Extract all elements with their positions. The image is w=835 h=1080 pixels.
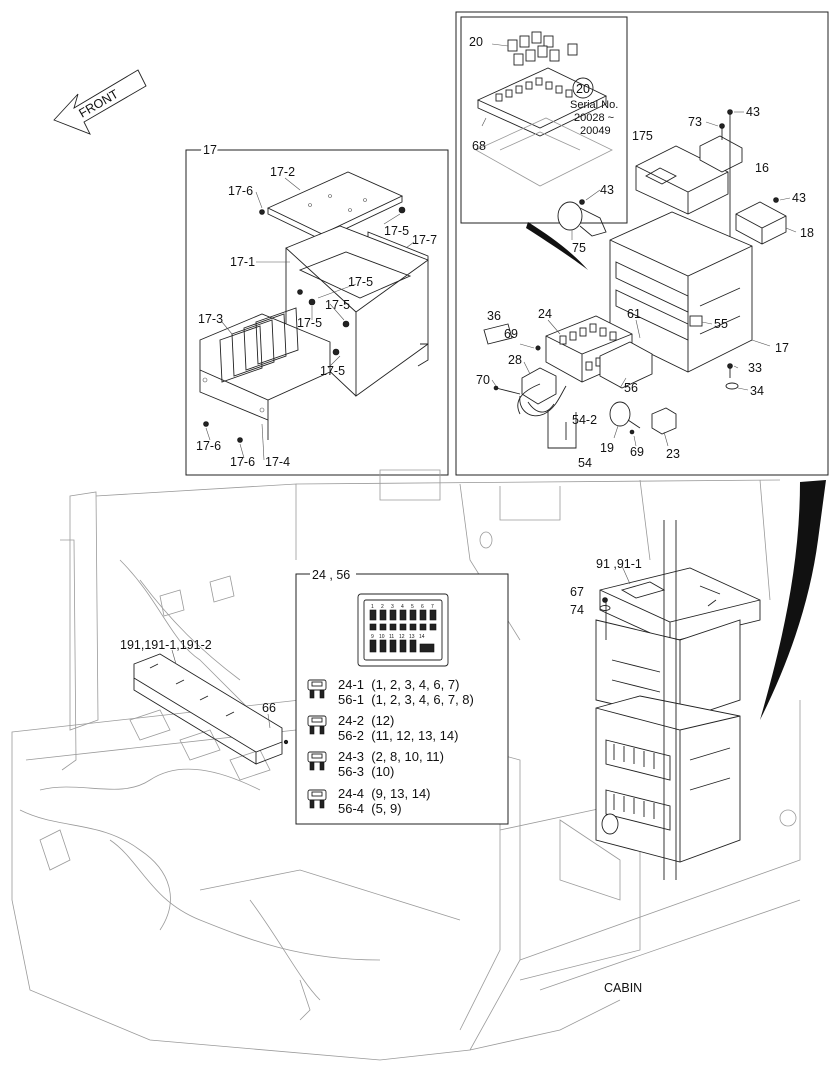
washer-34: [725, 382, 739, 390]
label-cabin: CABIN: [604, 981, 642, 995]
fuse-block-56: [599, 341, 653, 389]
label-17-1: 17-1: [230, 255, 255, 269]
inset-frame: [460, 16, 628, 224]
label-36: 36: [487, 309, 501, 323]
fuse-icon-2: [307, 715, 327, 735]
label-56: 56: [624, 381, 638, 395]
serial-circle-number: 20: [576, 82, 590, 96]
panel-17-id: 17: [203, 143, 217, 157]
fuse-icon-4: [307, 789, 327, 809]
label-28: 28: [508, 353, 522, 367]
front-arrow: FRONT: [53, 69, 147, 135]
relay-23: [651, 407, 677, 435]
label-69-b: 69: [630, 445, 644, 459]
buzzer-19: [609, 401, 631, 427]
fuse-top-numbers: 1 2 3 4 5 6 7: [371, 604, 434, 610]
label-73: 73: [688, 115, 702, 129]
label-69-a: 69: [504, 327, 518, 341]
front-arrow-text: FRONT: [77, 87, 122, 121]
panel-fuse-frame: [455, 11, 829, 476]
inset-relays: [475, 31, 613, 187]
label-17-4: 17-4: [265, 455, 290, 469]
label-19: 19: [600, 441, 614, 455]
label-75: 75: [572, 241, 586, 255]
legend-row-2b: 56-2 (11, 12, 13, 14): [338, 728, 458, 743]
legend-row-1a: 24-1 (1, 2, 3, 4, 6, 7): [338, 677, 459, 692]
fuse-bottom-numbers: 9 10 11 12 13 14: [371, 634, 425, 640]
block-18: [735, 201, 787, 245]
label-17-5-d: 17-5: [325, 298, 350, 312]
legend-row-3b: 56-3 (10): [338, 764, 394, 779]
legend-row-2a: 24-2 (12): [338, 713, 394, 728]
serial-text: Serial No.: [570, 99, 618, 111]
panel-fuse-relay: 20 68 20 Serial No. 20028 ~ 20049: [455, 11, 829, 476]
cabin-outline: 191,191-1,191-2 66 91 ,91-1 67 74 CABIN: [11, 469, 826, 1061]
relay-28: [521, 367, 557, 405]
serial-to: 20049: [580, 125, 611, 137]
label-18: 18: [800, 226, 814, 240]
serial-from: 20028 ~: [574, 112, 614, 124]
label-67: 67: [570, 585, 584, 599]
legend-row-4b: 56-4 (5, 9): [338, 801, 402, 816]
fuse-row-bottom: [369, 639, 435, 653]
label-61: 61: [627, 307, 641, 321]
module-16: [699, 135, 743, 173]
fuse-icon-3: [307, 751, 327, 771]
label-17-bracket: 17: [775, 341, 789, 355]
label-17-6-b: 17-6: [196, 439, 221, 453]
panel-17: 17: [185, 140, 449, 476]
label-55: 55: [714, 317, 728, 331]
label-91: 91 ,91-1: [596, 557, 642, 571]
fuse-icon-1: [307, 679, 327, 699]
callout-swoosh: [526, 222, 588, 270]
buzzer-75: [557, 201, 583, 231]
label-43-b: 43: [600, 183, 614, 197]
label-66: 66: [262, 701, 276, 715]
label-24: 24: [538, 307, 552, 321]
label-43-a: 43: [746, 105, 760, 119]
panel-17-frame: [185, 149, 449, 476]
fuse-row-top: [369, 609, 437, 631]
label-70: 70: [476, 373, 490, 387]
legend-row-3a: 24-3 (2, 8, 10, 11): [338, 749, 444, 764]
legend-row-4a: 24-4 (9, 13, 14): [338, 786, 431, 801]
label-54: 54: [578, 456, 592, 470]
legend-row-1b: 56-1 (1, 2, 3, 4, 6, 7, 8): [338, 692, 474, 707]
label-68: 68: [472, 139, 486, 153]
fuse-legend: 24 , 56 1 2 3 4 5 6 7: [295, 568, 509, 825]
label-191: 191,191-1,191-2: [120, 638, 212, 652]
label-plate-36: [483, 323, 513, 345]
label-74: 74: [570, 603, 584, 617]
label-34: 34: [750, 384, 764, 398]
label-20: 20: [469, 35, 483, 49]
label-17-6-a: 17-6: [228, 184, 253, 198]
label-17-5-c: 17-5: [297, 316, 322, 330]
label-23: 23: [666, 447, 680, 461]
label-16: 16: [755, 161, 769, 175]
serial-circle: [572, 77, 594, 99]
label-17-5-a: 17-5: [384, 224, 409, 238]
label-17-7: 17-7: [412, 233, 437, 247]
label-43-c: 43: [792, 191, 806, 205]
label-17-5-e: 17-5: [320, 364, 345, 378]
label-17-2: 17-2: [270, 165, 295, 179]
label-175: 175: [632, 129, 653, 143]
label-17-6-c: 17-6: [230, 455, 255, 469]
top-controller-91: [599, 567, 761, 643]
label-17-5-b: 17-5: [348, 275, 373, 289]
legend-title: 24 , 56: [312, 568, 350, 582]
label-33: 33: [748, 361, 762, 375]
label-17-3: 17-3: [198, 312, 223, 326]
top-plate: [266, 171, 404, 235]
right-swoosh: [760, 480, 826, 720]
label-54-2: 54-2: [572, 413, 597, 427]
